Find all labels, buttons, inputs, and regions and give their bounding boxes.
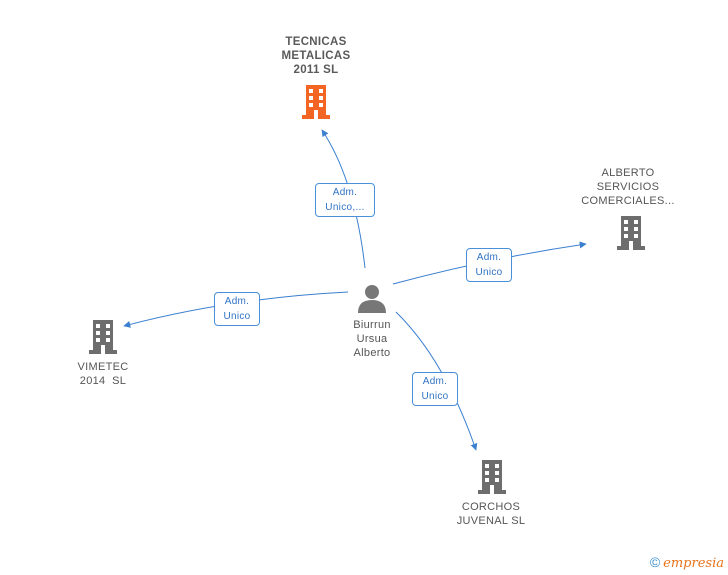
- corchos-label-line: JUVENAL SL: [456, 515, 526, 527]
- edge-label-line: Adm.: [476, 252, 502, 263]
- edge-label-line: Unico,...: [325, 202, 365, 213]
- edge-label-line: Adm.: [224, 296, 250, 307]
- alberto-servicios-label-line: COMERCIALES...: [581, 195, 675, 207]
- edge-to-corchos: [395, 311, 478, 451]
- building-icon[interactable]: [301, 85, 331, 119]
- edge-label-line: Unico: [421, 391, 449, 402]
- building-icon[interactable]: [88, 320, 118, 354]
- vimetec-label-line: VIMETEC: [77, 361, 129, 373]
- alberto-servicios-label[interactable]: ALBERTO SERVICIOS COMERCIALES...: [578, 166, 678, 208]
- building-icon[interactable]: [477, 460, 507, 494]
- vimetec-label-line: 2014 SL: [79, 375, 127, 387]
- person-icon[interactable]: [357, 283, 387, 313]
- tecnicas-metalicas-label[interactable]: TECNICAS METALICAS 2011 SL: [266, 35, 366, 77]
- edge-label-line: Adm.: [422, 376, 448, 387]
- edge-label-line: Adm.: [332, 187, 358, 198]
- edge-label-alberto-servicios[interactable]: Adm. Unico: [466, 248, 512, 282]
- center-label-line: Alberto: [353, 347, 391, 359]
- center-person-label[interactable]: Biurrun Ursua Alberto: [331, 318, 413, 360]
- edge-label-vimetec[interactable]: Adm. Unico: [214, 292, 260, 326]
- footer-brand: ©empresia: [650, 554, 724, 571]
- edge-label-tecnicas[interactable]: Adm. Unico,...: [315, 183, 375, 217]
- tecnicas-label-line: METALICAS: [281, 50, 351, 62]
- vimetec-label[interactable]: VIMETEC 2014 SL: [58, 360, 148, 388]
- edge-label-line: Unico: [475, 267, 503, 278]
- copyright-icon: ©: [649, 554, 661, 570]
- center-label-line: Biurrun: [353, 319, 391, 331]
- tecnicas-label-line: TECNICAS: [285, 36, 347, 48]
- building-icon[interactable]: [616, 216, 646, 250]
- tecnicas-label-line: 2011 SL: [293, 64, 339, 76]
- alberto-servicios-label-line: SERVICIOS: [596, 181, 660, 193]
- corchos-label-line: CORCHOS: [461, 501, 521, 513]
- center-label-line: Ursua: [356, 333, 388, 345]
- brand-logo: empresia: [663, 556, 724, 571]
- corchos-label[interactable]: CORCHOS JUVENAL SL: [441, 500, 541, 528]
- edge-label-corchos[interactable]: Adm. Unico: [412, 372, 458, 406]
- alberto-servicios-label-line: ALBERTO: [601, 167, 655, 179]
- edge-label-line: Unico: [223, 311, 251, 322]
